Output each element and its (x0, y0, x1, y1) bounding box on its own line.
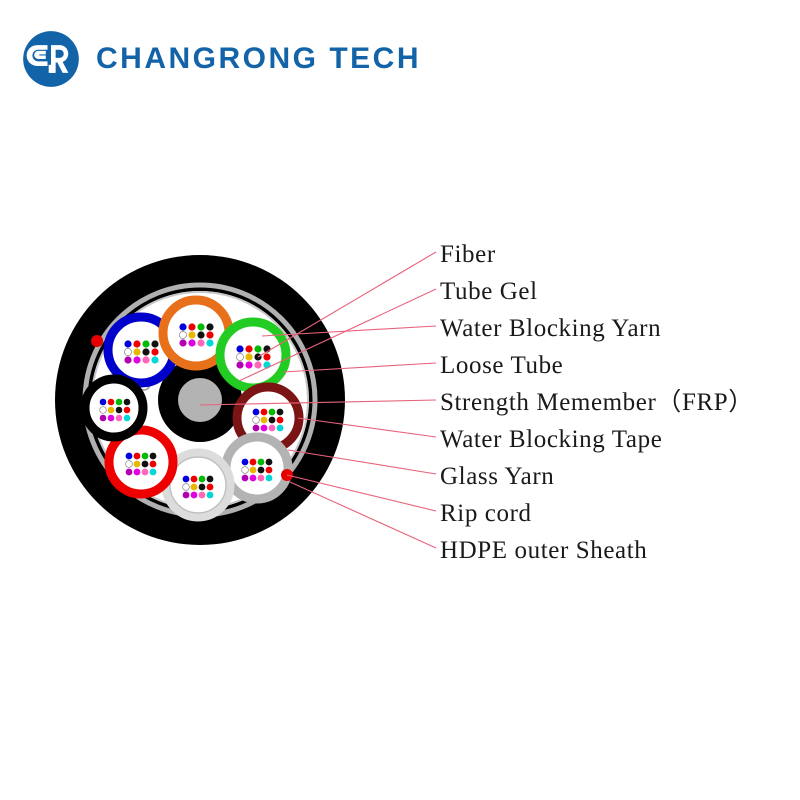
loose-tube-left (80, 374, 148, 442)
fiber-bundle (179, 323, 214, 347)
leader-line-tube-gel (238, 288, 437, 382)
loose-tube-top-right (215, 317, 291, 393)
leader-line-hdpe-sheath (289, 481, 437, 549)
callout-label-hdpe-sheath: HDPE outer Sheath (440, 537, 648, 564)
callout-label-water-blocking-tape: Water Blocking Tape (440, 426, 663, 453)
callout-label-strength-member: Strength Memember（FRP） (440, 389, 754, 416)
loose-tube-bottom-right (221, 432, 293, 504)
central-strength-member (158, 358, 242, 442)
brand-name: CHANGRONG TECH (96, 42, 421, 75)
changrong-cr-monogram-icon (23, 31, 79, 87)
brand-logo: CHANGRONG TECH (22, 30, 421, 88)
callout-label-fiber: Fiber (440, 241, 496, 268)
leader-line-loose-tube (282, 362, 437, 373)
leader-line-fiber (257, 251, 437, 358)
callout-label-rip-cord: Rip cord (440, 500, 532, 527)
fiber-bundle (125, 452, 157, 476)
leader-lines (199, 251, 437, 549)
callout-label-tube-gel: Tube Gel (440, 278, 538, 305)
callout-label-glass-yarn: Glass Yarn (440, 463, 555, 490)
fiber-bundle (99, 398, 131, 422)
frp-core (178, 378, 222, 422)
leader-line-strength-member (199, 399, 437, 406)
callout-label-loose-tube: Loose Tube (440, 352, 564, 379)
leader-line-water-blocking-tape (297, 417, 437, 438)
rip-cord-marker-upper-left (91, 335, 103, 347)
page-header: CHANGRONG TECH (0, 0, 800, 120)
callout-label-column: Fiber Tube Gel Water Blocking Yarn Loose… (440, 236, 790, 569)
loose-tube-bottom-left (104, 425, 178, 499)
fiber-bundle (182, 475, 214, 499)
fiber-bundle (241, 458, 273, 482)
leader-line-glass-yarn (287, 449, 437, 475)
callout-label-water-blocking-yarn: Water Blocking Yarn (440, 315, 662, 342)
leader-line-rip-cord (286, 474, 437, 512)
leader-line-water-blocking-yarn (261, 325, 437, 337)
fiber-bundle (124, 340, 159, 364)
fiber-bundle (252, 408, 284, 432)
